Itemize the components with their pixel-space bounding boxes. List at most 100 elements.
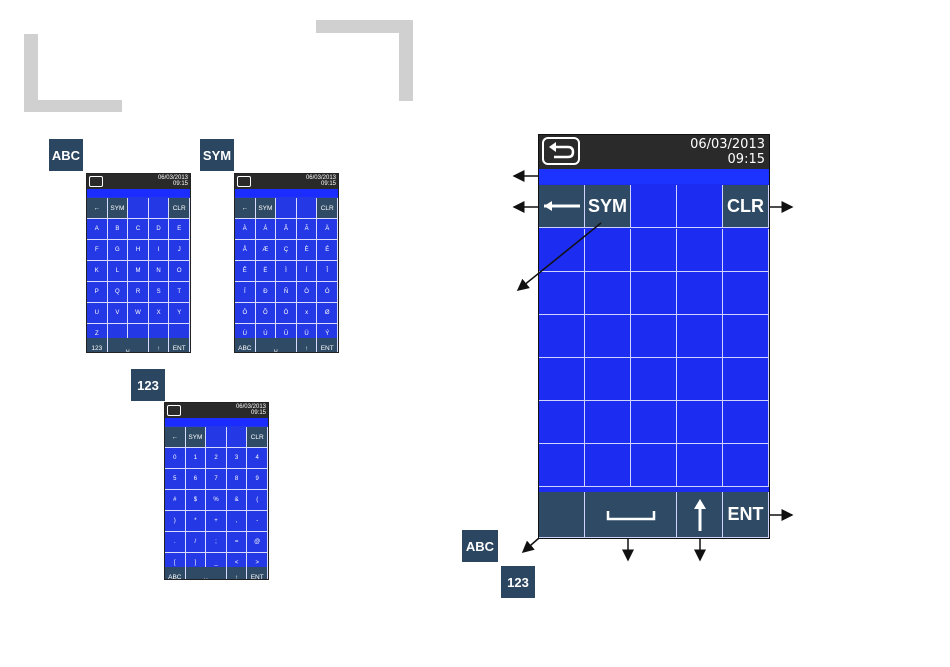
mode-switch-key[interactable]: ABC	[165, 567, 186, 579]
back-button[interactable]	[167, 405, 181, 416]
sym-key[interactable]: SYM	[585, 185, 631, 228]
key[interactable]: X	[148, 303, 170, 324]
key[interactable]: 4	[247, 448, 268, 469]
key[interactable]: Í	[296, 261, 318, 282]
key[interactable]: +	[206, 511, 227, 532]
sym-key[interactable]: SYM	[255, 198, 277, 219]
key[interactable]: Õ	[255, 303, 277, 324]
key[interactable]: É	[317, 240, 338, 261]
key[interactable]: Ð	[255, 282, 277, 303]
key[interactable]	[677, 229, 723, 272]
key[interactable]	[585, 444, 631, 487]
key[interactable]	[206, 427, 227, 448]
key[interactable]	[677, 358, 723, 401]
backspace-key[interactable]: ←	[165, 427, 186, 448]
key[interactable]	[296, 198, 318, 219]
clr-key[interactable]: CLR	[723, 185, 769, 228]
ent-key[interactable]: ENT	[317, 338, 338, 352]
key[interactable]	[723, 315, 769, 358]
mode-switch-key[interactable]	[539, 492, 585, 538]
key[interactable]	[539, 358, 585, 401]
back-button[interactable]	[237, 176, 251, 187]
space-key[interactable]	[585, 492, 677, 538]
key[interactable]: Ç	[276, 240, 297, 261]
key[interactable]: K	[87, 261, 108, 282]
key[interactable]	[585, 358, 631, 401]
key[interactable]: 6	[185, 469, 207, 490]
ent-key[interactable]: ENT	[247, 567, 268, 579]
key[interactable]: Ò	[296, 282, 318, 303]
space-key[interactable]: ␣	[255, 338, 297, 352]
key[interactable]	[631, 401, 677, 444]
shift-key[interactable]	[677, 492, 723, 538]
key[interactable]: *	[185, 511, 207, 532]
key[interactable]: A	[87, 219, 108, 240]
space-key[interactable]: ␣	[107, 338, 149, 352]
clr-key[interactable]: CLR	[169, 198, 190, 219]
shift-key[interactable]: ↑	[296, 338, 318, 352]
key[interactable]	[723, 229, 769, 272]
key[interactable]: P	[87, 282, 108, 303]
key[interactable]: Ó	[317, 282, 338, 303]
key[interactable]	[128, 198, 149, 219]
key[interactable]	[631, 272, 677, 315]
key[interactable]: @	[247, 532, 268, 553]
key[interactable]: F	[87, 240, 108, 261]
key[interactable]: H	[128, 240, 149, 261]
key[interactable]: V	[107, 303, 129, 324]
key[interactable]: B	[107, 219, 129, 240]
key[interactable]: I	[148, 240, 170, 261]
key[interactable]	[585, 401, 631, 444]
key[interactable]: Ã	[296, 219, 318, 240]
key[interactable]	[723, 401, 769, 444]
key[interactable]: T	[169, 282, 190, 303]
key[interactable]: Y	[169, 303, 190, 324]
key[interactable]	[539, 272, 585, 315]
key[interactable]: O	[169, 261, 190, 282]
key[interactable]	[723, 444, 769, 487]
key[interactable]	[677, 401, 723, 444]
key[interactable]: Ï	[235, 282, 256, 303]
key[interactable]: R	[128, 282, 149, 303]
shift-key[interactable]: ↑	[148, 338, 170, 352]
input-field[interactable]	[235, 189, 338, 197]
key[interactable]: x	[296, 303, 318, 324]
key[interactable]: N	[148, 261, 170, 282]
key[interactable]	[539, 401, 585, 444]
space-key[interactable]: ␣	[185, 567, 227, 579]
key[interactable]: 9	[247, 469, 268, 490]
key[interactable]: Ô	[235, 303, 256, 324]
key[interactable]: Ñ	[276, 282, 297, 303]
key[interactable]	[631, 358, 677, 401]
key[interactable]: (	[247, 490, 268, 511]
key[interactable]: D	[148, 219, 170, 240]
key[interactable]	[276, 198, 297, 219]
key[interactable]: /	[185, 532, 207, 553]
key[interactable]	[539, 229, 585, 272]
clr-key[interactable]: CLR	[317, 198, 338, 219]
key[interactable]: Â	[276, 219, 297, 240]
key[interactable]	[631, 229, 677, 272]
sym-key[interactable]: SYM	[107, 198, 129, 219]
backspace-key[interactable]	[539, 185, 585, 228]
shift-key[interactable]: ↑	[226, 567, 248, 579]
ent-key[interactable]: ENT	[723, 492, 769, 538]
key[interactable]	[585, 315, 631, 358]
key[interactable]: Å	[235, 240, 256, 261]
key[interactable]	[677, 185, 723, 228]
back-button[interactable]	[542, 137, 582, 167]
key[interactable]: 1	[185, 448, 207, 469]
key[interactable]: U	[87, 303, 108, 324]
key[interactable]: Æ	[255, 240, 277, 261]
key[interactable]: S	[148, 282, 170, 303]
key[interactable]: Á	[255, 219, 277, 240]
key[interactable]: J	[169, 240, 190, 261]
key[interactable]	[226, 427, 248, 448]
key[interactable]: E	[169, 219, 190, 240]
key[interactable]	[723, 358, 769, 401]
key[interactable]	[677, 315, 723, 358]
key[interactable]: ,	[226, 511, 248, 532]
key[interactable]: Î	[317, 261, 338, 282]
key[interactable]: Q	[107, 282, 129, 303]
key[interactable]: 7	[206, 469, 227, 490]
